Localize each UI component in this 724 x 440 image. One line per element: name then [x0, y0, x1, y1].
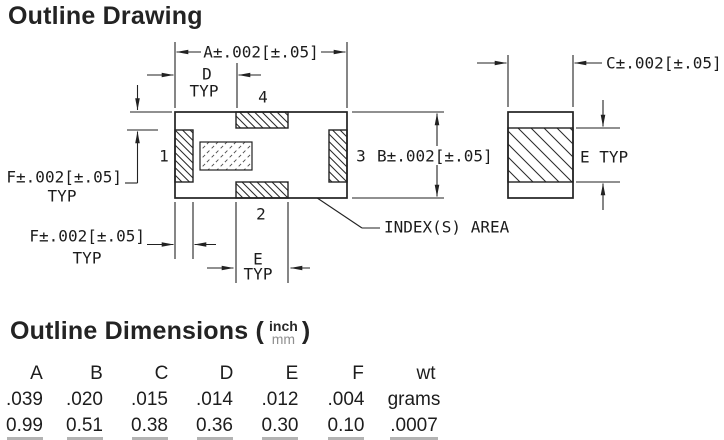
- index-area-label: INDEX(S) AREA: [384, 218, 510, 237]
- table-cell: 0.10: [327, 415, 365, 436]
- pad-3: [328, 129, 348, 183]
- cutoff-mark: [390, 437, 438, 440]
- cutoff-mark: [262, 437, 298, 440]
- table-cell: 0.99: [6, 415, 43, 436]
- table-cell: .014: [196, 389, 233, 410]
- table-header-cell: D: [219, 363, 234, 384]
- dim-f-lower-typ: TYP: [73, 249, 102, 268]
- unit-inch: inch: [269, 317, 298, 334]
- cutoff-mark: [6, 437, 43, 440]
- pad-3-number: 3: [356, 147, 366, 166]
- cutoff-mark: [196, 437, 233, 440]
- dim-f-upper-label: F±.002[±.05]: [6, 168, 122, 187]
- dimensions-heading: Outline Dimensions ( inch mm ): [10, 317, 310, 346]
- dimensions-heading-close-paren: ): [301, 317, 311, 345]
- table-header-cell: B: [90, 363, 103, 384]
- index-area: [199, 141, 253, 171]
- dim-e-bottom-label: E: [253, 250, 263, 269]
- pad-2: [235, 181, 289, 199]
- cutoff-row-hint: [0, 437, 449, 440]
- cutoff-mark: [66, 437, 103, 440]
- table-cell: .012: [261, 389, 299, 410]
- unit-mm: mm: [271, 330, 296, 347]
- package-top-view: [174, 111, 348, 199]
- dim-e-bottom-typ: TYP: [244, 265, 273, 284]
- dim-a-label: A±.002[±.05]: [203, 43, 319, 62]
- unit-fraction: inch mm: [269, 317, 298, 347]
- dim-d-typ: TYP: [190, 82, 219, 101]
- pad-1-number: 1: [159, 147, 169, 166]
- table-cell: 0.51: [66, 415, 103, 436]
- table-row-inch: .039 .020 .015 .014 .012 .004 grams: [0, 387, 467, 413]
- table-cell: 0.36: [196, 415, 233, 436]
- table-header-cell: C: [154, 363, 169, 384]
- table-header-row: A B C D E F wt: [0, 361, 467, 387]
- pad-1: [174, 129, 194, 183]
- package-side-view: [507, 111, 574, 199]
- table-cell: .0007: [390, 415, 438, 436]
- pad-4: [235, 111, 289, 129]
- dim-c-label: C±.002[±.05]: [606, 54, 722, 73]
- table-header-cell: A: [30, 363, 43, 384]
- table-header-cell: wt: [416, 363, 436, 384]
- dimension-lines: [125, 42, 620, 283]
- cutoff-mark: [131, 437, 168, 440]
- dimensions-heading-text: Outline Dimensions (: [10, 317, 265, 345]
- table-cell: .004: [327, 389, 365, 410]
- table-cell: grams: [387, 389, 441, 410]
- table-row-mm: 0.99 0.51 0.38 0.36 0.30 0.10 .0007: [0, 413, 467, 439]
- dim-e-side-label: E TYP: [580, 148, 628, 167]
- table-cell: .020: [66, 389, 103, 410]
- pad-4-number: 4: [258, 88, 268, 107]
- side-metallization: [507, 127, 574, 183]
- table-cell: .015: [131, 389, 168, 410]
- dim-b-label: B±.002[±.05]: [377, 147, 493, 166]
- dim-d-label: D: [202, 65, 212, 84]
- table-cell: .039: [6, 389, 43, 410]
- dim-f-upper-typ: TYP: [48, 187, 77, 206]
- table-header-cell: F: [352, 363, 364, 384]
- cutoff-mark: [328, 437, 364, 440]
- table-header-cell: E: [285, 363, 299, 384]
- dimensions-table: A B C D E F wt .039 .020 .015 .014 .012 …: [0, 361, 467, 439]
- pad-2-number: 2: [256, 205, 266, 224]
- page-title: Outline Drawing: [8, 2, 203, 30]
- table-cell: 0.30: [261, 415, 299, 436]
- table-cell: 0.38: [131, 415, 168, 436]
- dim-f-lower-label: F±.002[±.05]: [29, 227, 145, 246]
